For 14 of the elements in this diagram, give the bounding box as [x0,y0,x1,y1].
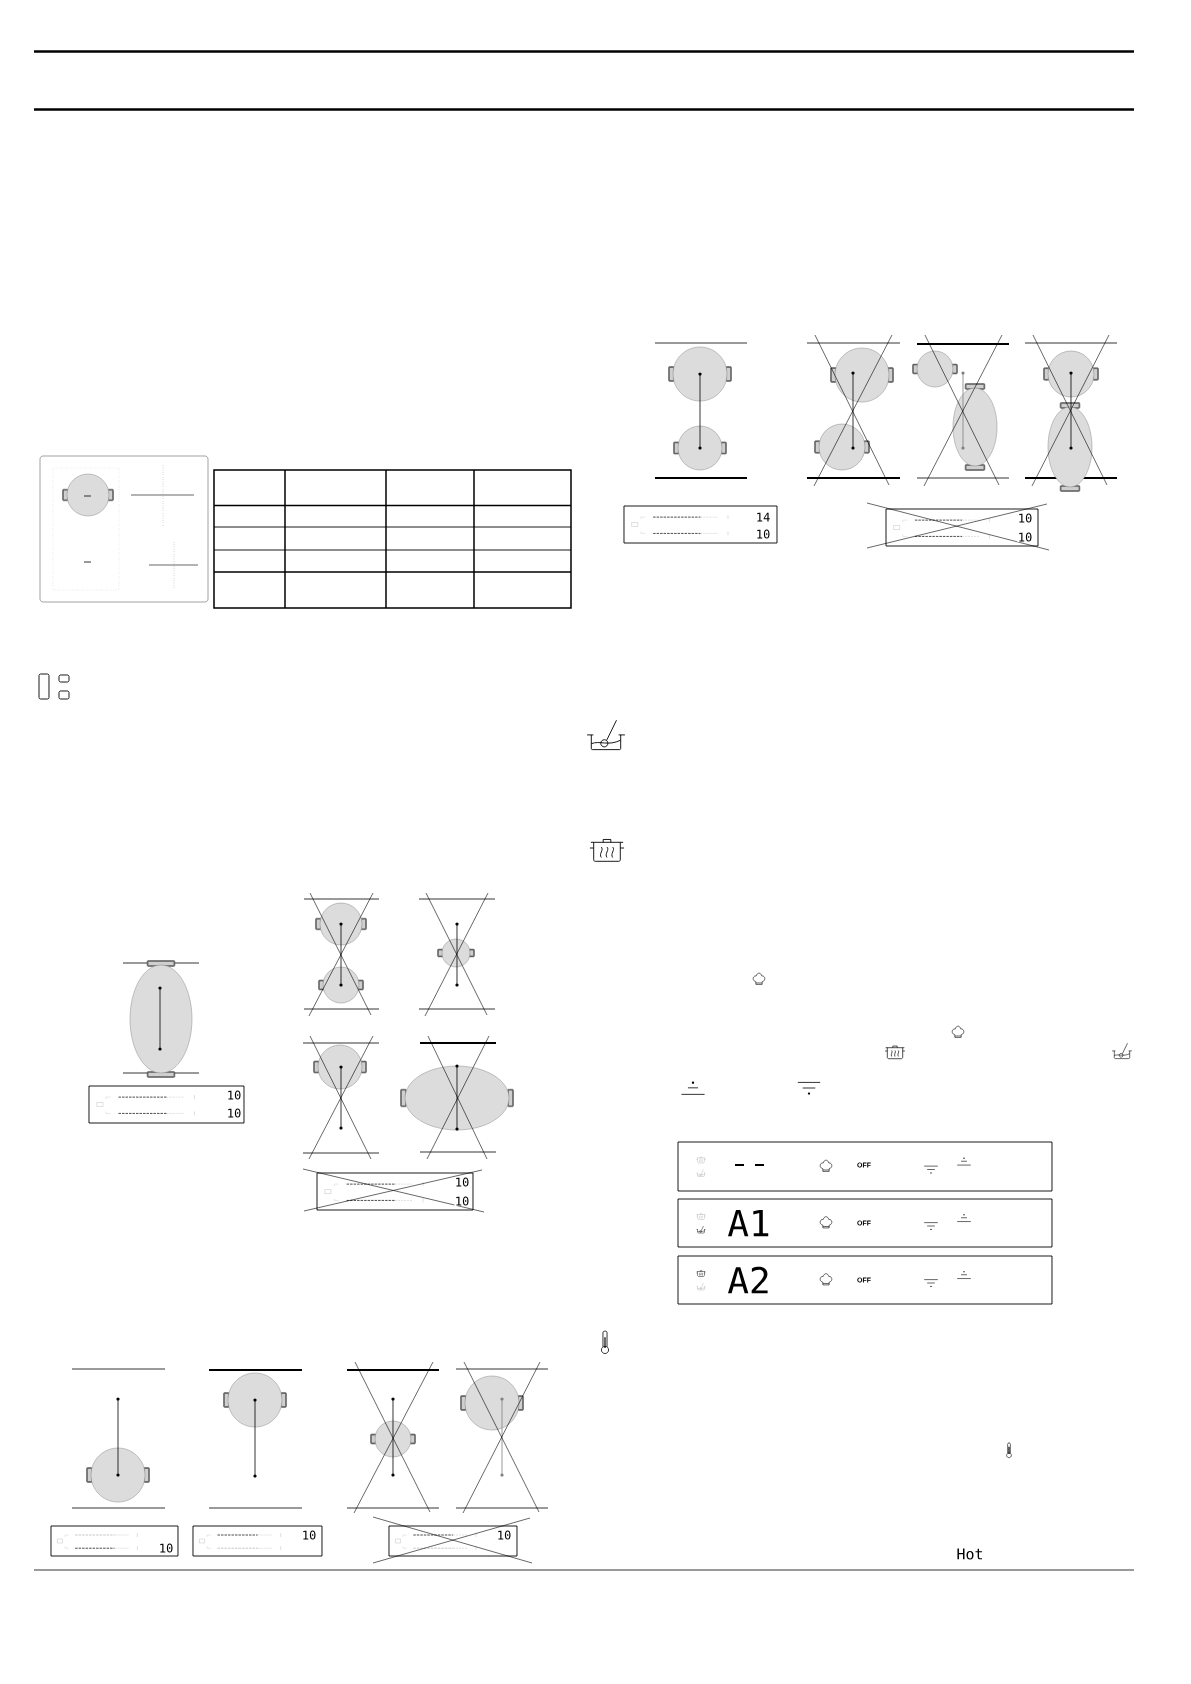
display-digits: 10 [226,1107,242,1119]
display-digits: 14 [755,512,771,522]
display-digits: 10 [1017,531,1033,543]
display-readout: A1 [726,1209,772,1237]
display-digits: 10 [454,1195,470,1207]
display-digits: 10 [1017,512,1033,524]
display-readout: Hot [955,1547,985,1561]
display-digits: 10 [755,528,771,540]
display-digits: 10 [301,1529,317,1541]
display-digits: 10 [226,1089,242,1101]
display-digits: 10 [158,1542,174,1554]
display-digits: 10 [496,1529,512,1541]
display-readout: A2 [726,1266,772,1294]
display-digits: 10 [454,1176,470,1188]
